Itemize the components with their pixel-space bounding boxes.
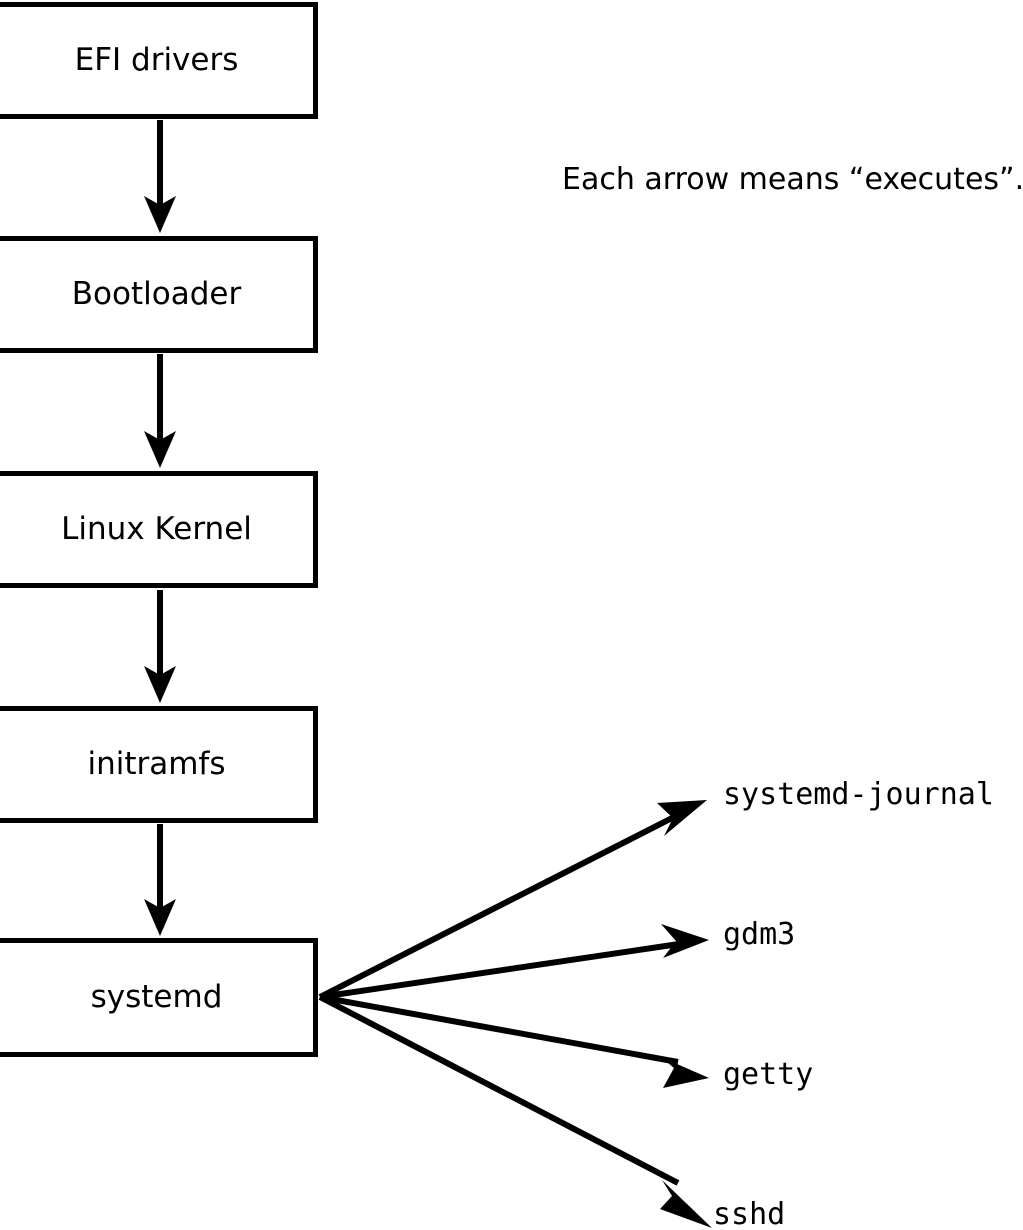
leaf-node-systemd-journal[interactable]: systemd-journal [723,777,994,812]
node-label-initramfs: initramfs [87,746,226,782]
legend-note: Each arrow means “executes”. [562,162,1023,197]
node-label-efi-drivers: EFI drivers [74,42,239,78]
node-label-systemd: systemd [90,979,223,1015]
leaf-node-getty[interactable]: getty [723,1057,814,1092]
arrow-linux-kernel-to-initramfs [144,590,176,703]
leaf-node-sshd[interactable]: sshd [713,1197,786,1230]
arrow-systemd-to-getty [319,994,709,1088]
arrow-systemd-to-sshd [318,994,712,1228]
arrow-systemd-to-systemd-journal [318,800,707,1000]
arrow-systemd-to-gdm3 [319,924,709,1000]
arrow-bootloader-to-linux-kernel [144,354,176,468]
node-efi-drivers[interactable]: EFI drivers [0,2,318,119]
node-systemd[interactable]: systemd [0,938,318,1057]
arrow-efi-drivers-to-bootloader [144,120,176,233]
node-label-linux-kernel: Linux Kernel [61,511,252,547]
arrow-initramfs-to-systemd [144,824,176,936]
node-label-bootloader: Bootloader [71,276,242,312]
leaf-node-gdm3[interactable]: gdm3 [723,917,796,952]
node-initramfs[interactable]: initramfs [0,706,318,823]
node-linux-kernel[interactable]: Linux Kernel [0,471,318,588]
node-bootloader[interactable]: Bootloader [0,236,318,353]
